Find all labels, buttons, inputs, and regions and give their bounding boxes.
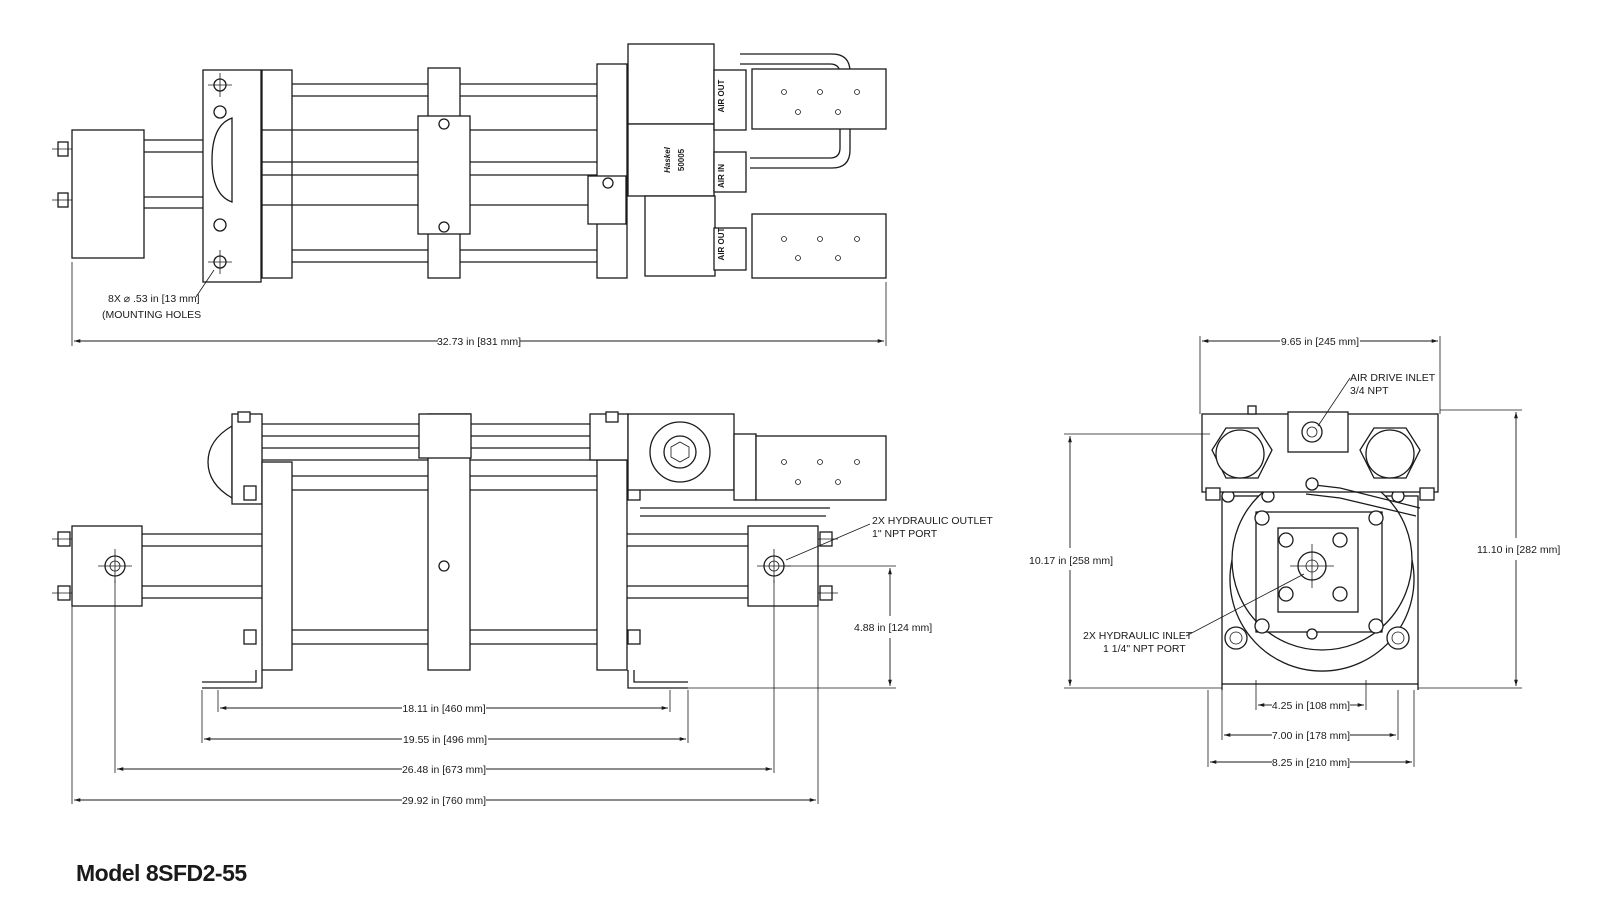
stamp-air-in: AIR IN: [717, 164, 726, 188]
dim-7-00: 7.00 in [178 mm]: [1272, 730, 1350, 742]
hydraulic-inlet-note-line2: 1 1/4" NPT PORT: [1103, 643, 1186, 655]
dim-10-17: 10.17 in [258 mm]: [1029, 555, 1113, 567]
dim-19-55: 19.55 in [496 mm]: [403, 734, 487, 746]
dim-18-11: 18.11 in [460 mm]: [402, 703, 485, 715]
dim-4-25: 4.25 in [108 mm]: [1272, 700, 1350, 712]
stamp-air-out-lower: AIR OUT: [717, 227, 726, 260]
front-left-foot: [202, 670, 263, 689]
front-muffler: [755, 435, 887, 501]
top-air-out-upper: [627, 43, 715, 125]
air-drive-inlet-note-line2: 3/4 NPT: [1350, 385, 1389, 397]
front-dome-cap: [207, 424, 233, 500]
stamp-air-out-upper: AIR OUT: [717, 79, 726, 112]
dim-26-48: 26.48 in [673 mm]: [402, 764, 486, 776]
top-air-out-lower: [644, 195, 716, 277]
side-right-port-hex: [1365, 429, 1415, 479]
top-muffler-upper: [751, 68, 887, 130]
top-left-nuts: [52, 141, 72, 208]
side-view: AIR DRIVE INLET 3/4 NPT 2X HYDRAULIC INL…: [1029, 336, 1560, 769]
side-air-drive-inlet: [1301, 421, 1323, 443]
dim-9-65: 9.65 in [245 mm]: [1281, 336, 1359, 348]
dim-overall-length: 32.73 in [831 mm]: [437, 336, 521, 348]
dim-8-25: 8.25 in [210 mm]: [1272, 757, 1350, 769]
stamp-serial: 50005: [677, 148, 686, 171]
hydraulic-inlet-note-line1: 2X HYDRAULIC INLET: [1083, 630, 1193, 642]
top-left-end-block: [71, 129, 145, 259]
mounting-holes-note-line1: 8X ⌀ .53 in [13 mm]: [108, 293, 200, 305]
stamp-logo: Haskel: [663, 146, 672, 173]
top-center-clamp: [417, 115, 471, 235]
top-dome-cap: [211, 117, 233, 203]
air-drive-inlet-note-line1: AIR DRIVE INLET: [1350, 372, 1436, 384]
mounting-holes-note-line2: (MOUNTING HOLES: [102, 309, 201, 321]
dim-4-88: 4.88 in [124 mm]: [854, 622, 932, 634]
dim-29-92: 29.92 in [760 mm]: [402, 795, 486, 807]
side-left-port-hex: [1215, 429, 1265, 479]
hydraulic-outlet-note-line1: 2X HYDRAULIC OUTLET: [872, 515, 993, 527]
top-muffler-lower: [751, 213, 887, 279]
front-right-foot: [627, 670, 688, 689]
hydraulic-outlet-note-line2: 1" NPT PORT: [872, 528, 938, 540]
muffler-holes: [781, 89, 860, 261]
front-view: 2X HYDRAULIC OUTLET 1" NPT PORT 4.88 in …: [52, 411, 993, 807]
model-title: Model 8SFD2-55: [76, 860, 247, 886]
top-view: AIR OUT AIR IN AIR OUT Haskel 50005 8X ⌀…: [52, 43, 887, 348]
top-mounting-holes: [208, 73, 232, 274]
dim-11-10: 11.10 in [282 mm]: [1477, 544, 1560, 556]
